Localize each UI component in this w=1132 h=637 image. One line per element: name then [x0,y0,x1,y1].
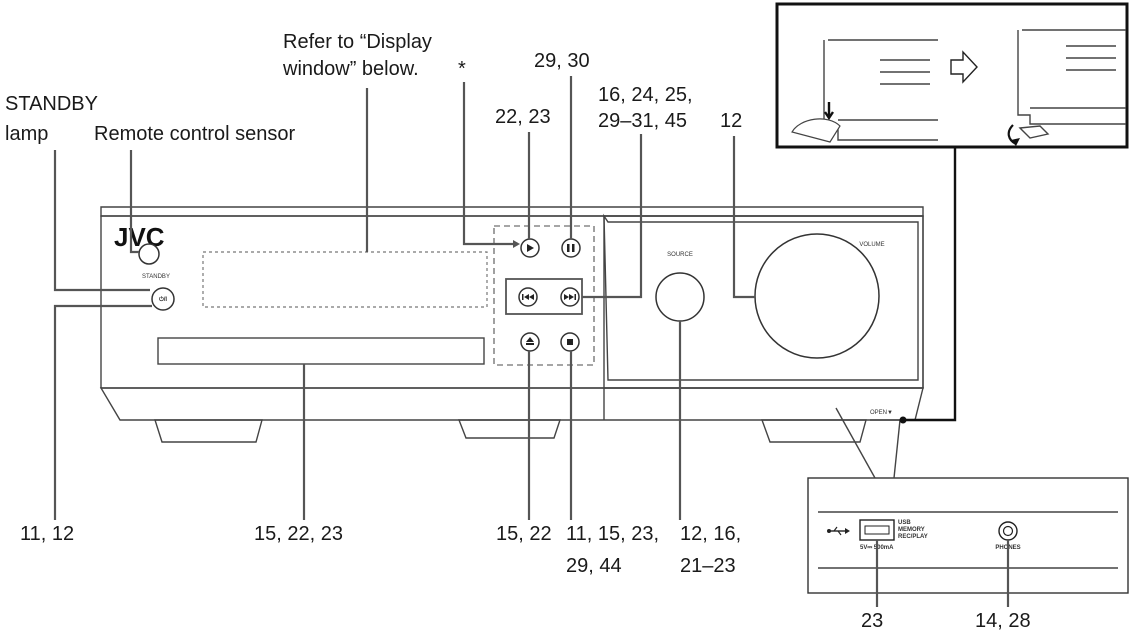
transport-buttons-group [493,225,595,366]
open-caption: OPEN▼ [870,410,893,416]
leader-volume [732,136,755,299]
phones-jack-inner [1002,525,1014,537]
skip-next-icon [564,294,576,300]
foot-center [457,419,561,439]
standby-lamp-label-line2: lamp [5,123,48,145]
leader-asterisk-arrowhead [513,240,520,248]
leader-door-inset [903,147,957,422]
leader-standby-button [53,304,152,520]
top-strip [100,206,924,217]
play-button[interactable] [520,238,540,258]
source-pages-label-line2: 21–23 [680,555,736,577]
bottom-skirt [99,387,924,421]
volume-pages-label: 12 [720,110,742,132]
leader-standby-lamp [53,150,150,292]
skip-next-button[interactable] [560,287,580,307]
skip-previous-button[interactable] [518,287,538,307]
display-window-label-line1: Refer to “Display [283,31,432,53]
curved-arrow-head [1011,138,1020,146]
power-icon: ⏻/I [159,296,167,303]
eject-button[interactable] [520,332,540,352]
play-pages-label: 22, 23 [495,106,551,128]
door-inset [775,2,1129,149]
zoom-line-left [835,407,876,479]
usb-pages-label: 23 [861,610,883,632]
door-flap [1018,125,1050,139]
stop-pages-label-line1: 11, 15, 23, [566,523,659,545]
right-arrow-icon [950,50,978,84]
volume-panel-inner [603,213,919,381]
skip-previous-icon [522,294,534,300]
usb-caption-line3: REC/PLAY [898,534,928,540]
source-knob[interactable] [655,272,705,322]
zoom-line-right [893,419,901,479]
door-closed-lines [838,59,938,121]
leader-remote-sensor [129,150,139,254]
volume-panel [603,215,924,389]
stop-icon [567,339,573,345]
skip-pages-label-line2: 29–31, 45 [598,110,687,132]
finger-illustration [791,118,841,143]
display-window-label-line2: window” below. [282,58,419,80]
standby-button[interactable] [151,287,175,311]
door-open-outline [1017,29,1126,125]
standby-button-pages-label: 11, 12 [20,523,74,545]
standby-caption: STANDBY [142,274,170,280]
eject-pages-label: 15, 22 [496,523,552,545]
usb-phones-inset: USB MEMORY REC/PLAY 5V⎓ 500mA PHONES [807,407,1129,594]
foot-right [761,419,867,443]
play-icon [527,244,534,252]
main-unit: JVC STANDBY ⏻/I [99,206,924,443]
source-caption: SOURCE [667,252,693,258]
disc-tray-pages-label: 15, 22, 23 [254,523,343,545]
usb-symbol-icon [827,526,850,536]
phones-pages-label: 14, 28 [975,610,1031,632]
foot-left [154,419,263,443]
volume-caption: VOLUME [859,242,884,248]
usb-phones-inset-frame [807,477,1129,594]
usb-caption-line1: USB [898,520,911,526]
pause-icon [567,244,575,252]
usb-port-tongue [864,525,890,535]
skip-pages-label-line1: 16, 24, 25, [598,84,693,106]
leader-skip [582,134,643,299]
standby-lamp-label-line1: STANDBY [5,93,98,115]
asterisk-label: * [458,58,466,80]
leader-door-dot [899,416,907,424]
pause-pages-label: 29, 30 [534,50,590,72]
remote-sensor-window [138,243,160,265]
source-pages-label-line1: 12, 16, [680,523,741,545]
remote-sensor-label: Remote control sensor [94,123,296,145]
down-arrow-icon [824,102,834,121]
volume-knob[interactable] [754,233,880,359]
display-window [202,251,488,308]
usb-caption-line2: MEMORY [898,527,925,533]
leader-lines [53,76,1010,607]
disc-tray[interactable] [157,337,485,365]
stop-button[interactable] [560,332,580,352]
pause-button[interactable] [561,238,581,258]
leader-asterisk [462,82,518,246]
stop-pages-label-line2: 29, 44 [566,555,622,577]
door-open-lines [1030,45,1126,109]
eject-icon [526,337,534,345]
